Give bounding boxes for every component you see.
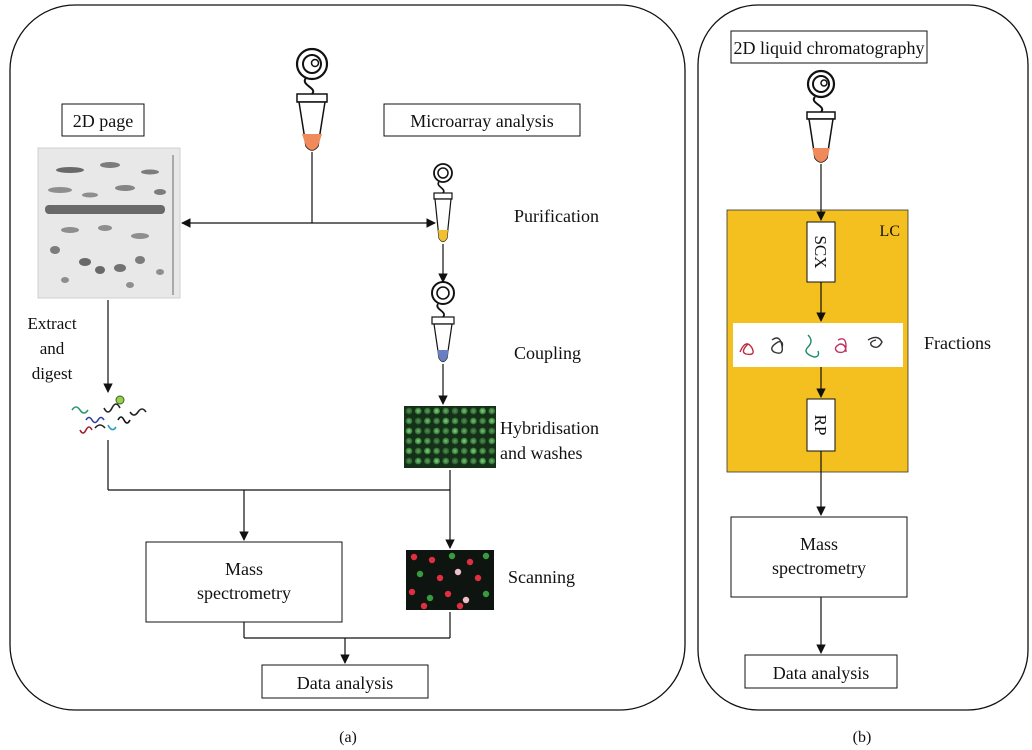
hybridisation-label-1: Hybridisation xyxy=(500,418,599,438)
fractions-label: Fractions xyxy=(924,333,991,353)
data-analysis-box-a xyxy=(261,664,429,699)
coupling-label: Coupling xyxy=(514,343,581,363)
lc-title-box xyxy=(730,30,928,64)
peptides-icon xyxy=(71,395,147,434)
panel-a: 2D page Microarray analysis xyxy=(9,4,686,746)
scanning-image xyxy=(406,550,494,610)
gel-image xyxy=(37,147,181,299)
mass-spec-label-a-2: spectrometry xyxy=(197,583,291,603)
panel-a-frame xyxy=(9,4,686,711)
hybridisation-label-2: and washes xyxy=(500,443,582,463)
fractions-strip xyxy=(733,323,903,367)
sample-tube-b-icon xyxy=(806,69,836,163)
panel-b-label: (b) xyxy=(853,729,872,746)
panel-a-label: (a) xyxy=(339,729,357,746)
mass-spec-box-a xyxy=(145,541,343,623)
purification-label: Purification xyxy=(514,206,599,226)
extract-label-3: digest xyxy=(32,364,73,383)
microarray-title-box xyxy=(383,103,581,137)
extract-label-2: and xyxy=(40,339,65,358)
scx-label: SCX xyxy=(811,235,830,268)
mass-spec-label-a-1: Mass xyxy=(225,559,263,579)
gel-title: 2D page xyxy=(73,111,133,131)
lc-title: 2D liquid chromatography xyxy=(734,38,925,58)
extract-label-1: Extract xyxy=(27,314,76,333)
data-analysis-label-b: Data analysis xyxy=(773,663,869,683)
purification-tube-icon xyxy=(433,163,453,243)
mass-spec-label-b-2: spectrometry xyxy=(772,558,866,578)
mass-spec-label-b-1: Mass xyxy=(800,534,838,554)
sample-tube-icon xyxy=(295,47,329,151)
coupling-tube-icon xyxy=(431,281,455,363)
data-analysis-label-a: Data analysis xyxy=(297,673,393,693)
mass-spec-box-b xyxy=(730,516,908,598)
rp-label: RP xyxy=(811,415,830,436)
rp-box xyxy=(806,398,836,452)
fraction-proteins-icon xyxy=(739,334,883,358)
scx-box xyxy=(806,221,836,283)
gel-title-box xyxy=(61,103,145,137)
microarray-image xyxy=(404,406,496,468)
microarray-title: Microarray analysis xyxy=(410,111,553,131)
data-analysis-box-b xyxy=(744,654,898,689)
lc-label: LC xyxy=(880,223,900,240)
scanning-label: Scanning xyxy=(508,567,575,587)
panel-b-frame xyxy=(697,4,1029,711)
panel-b: 2D liquid chromatography LC SCX Fraction… xyxy=(697,4,1029,746)
panel-a-connectors xyxy=(103,152,455,664)
